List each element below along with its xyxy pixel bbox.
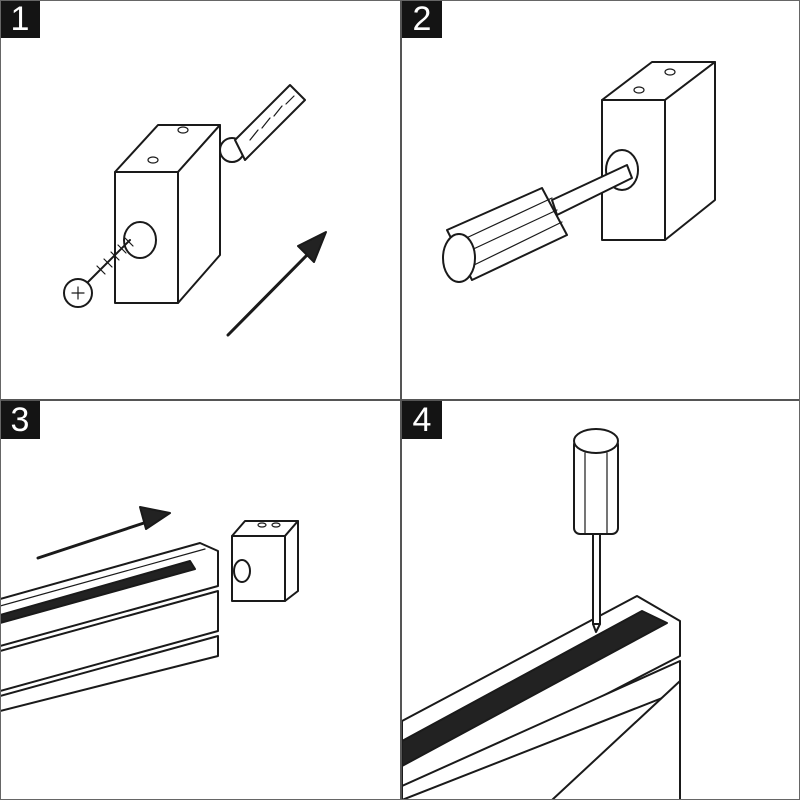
- mounting-block: [601, 61, 716, 241]
- step-number-badge: 2: [402, 0, 442, 38]
- step-number-badge: 4: [402, 401, 442, 439]
- step-number-badge: 3: [0, 401, 40, 439]
- screwdriver-icon: [442, 164, 633, 283]
- arrow-icon: [226, 231, 327, 337]
- step-2-panel: 2: [402, 0, 800, 400]
- wall-plug: [219, 84, 306, 163]
- step-4-illustration: [402, 428, 681, 800]
- step-3-illustration: [0, 506, 299, 712]
- rail-profile: [0, 542, 219, 712]
- screw: [63, 237, 134, 308]
- rail-profile: [402, 595, 681, 800]
- mounting-block: [231, 520, 299, 602]
- step-number-badge: 1: [0, 0, 40, 38]
- mounting-block: [114, 124, 221, 304]
- step-2-illustration: [442, 61, 716, 283]
- step-3-panel: 3: [0, 401, 401, 800]
- screwdriver-icon: [573, 428, 619, 633]
- step-4-panel: 4: [402, 401, 800, 800]
- panel-divider-horizontal: [0, 399, 800, 401]
- step-1-panel: 1: [0, 0, 401, 400]
- arrow-icon: [36, 506, 171, 560]
- step-1-illustration: [63, 84, 327, 337]
